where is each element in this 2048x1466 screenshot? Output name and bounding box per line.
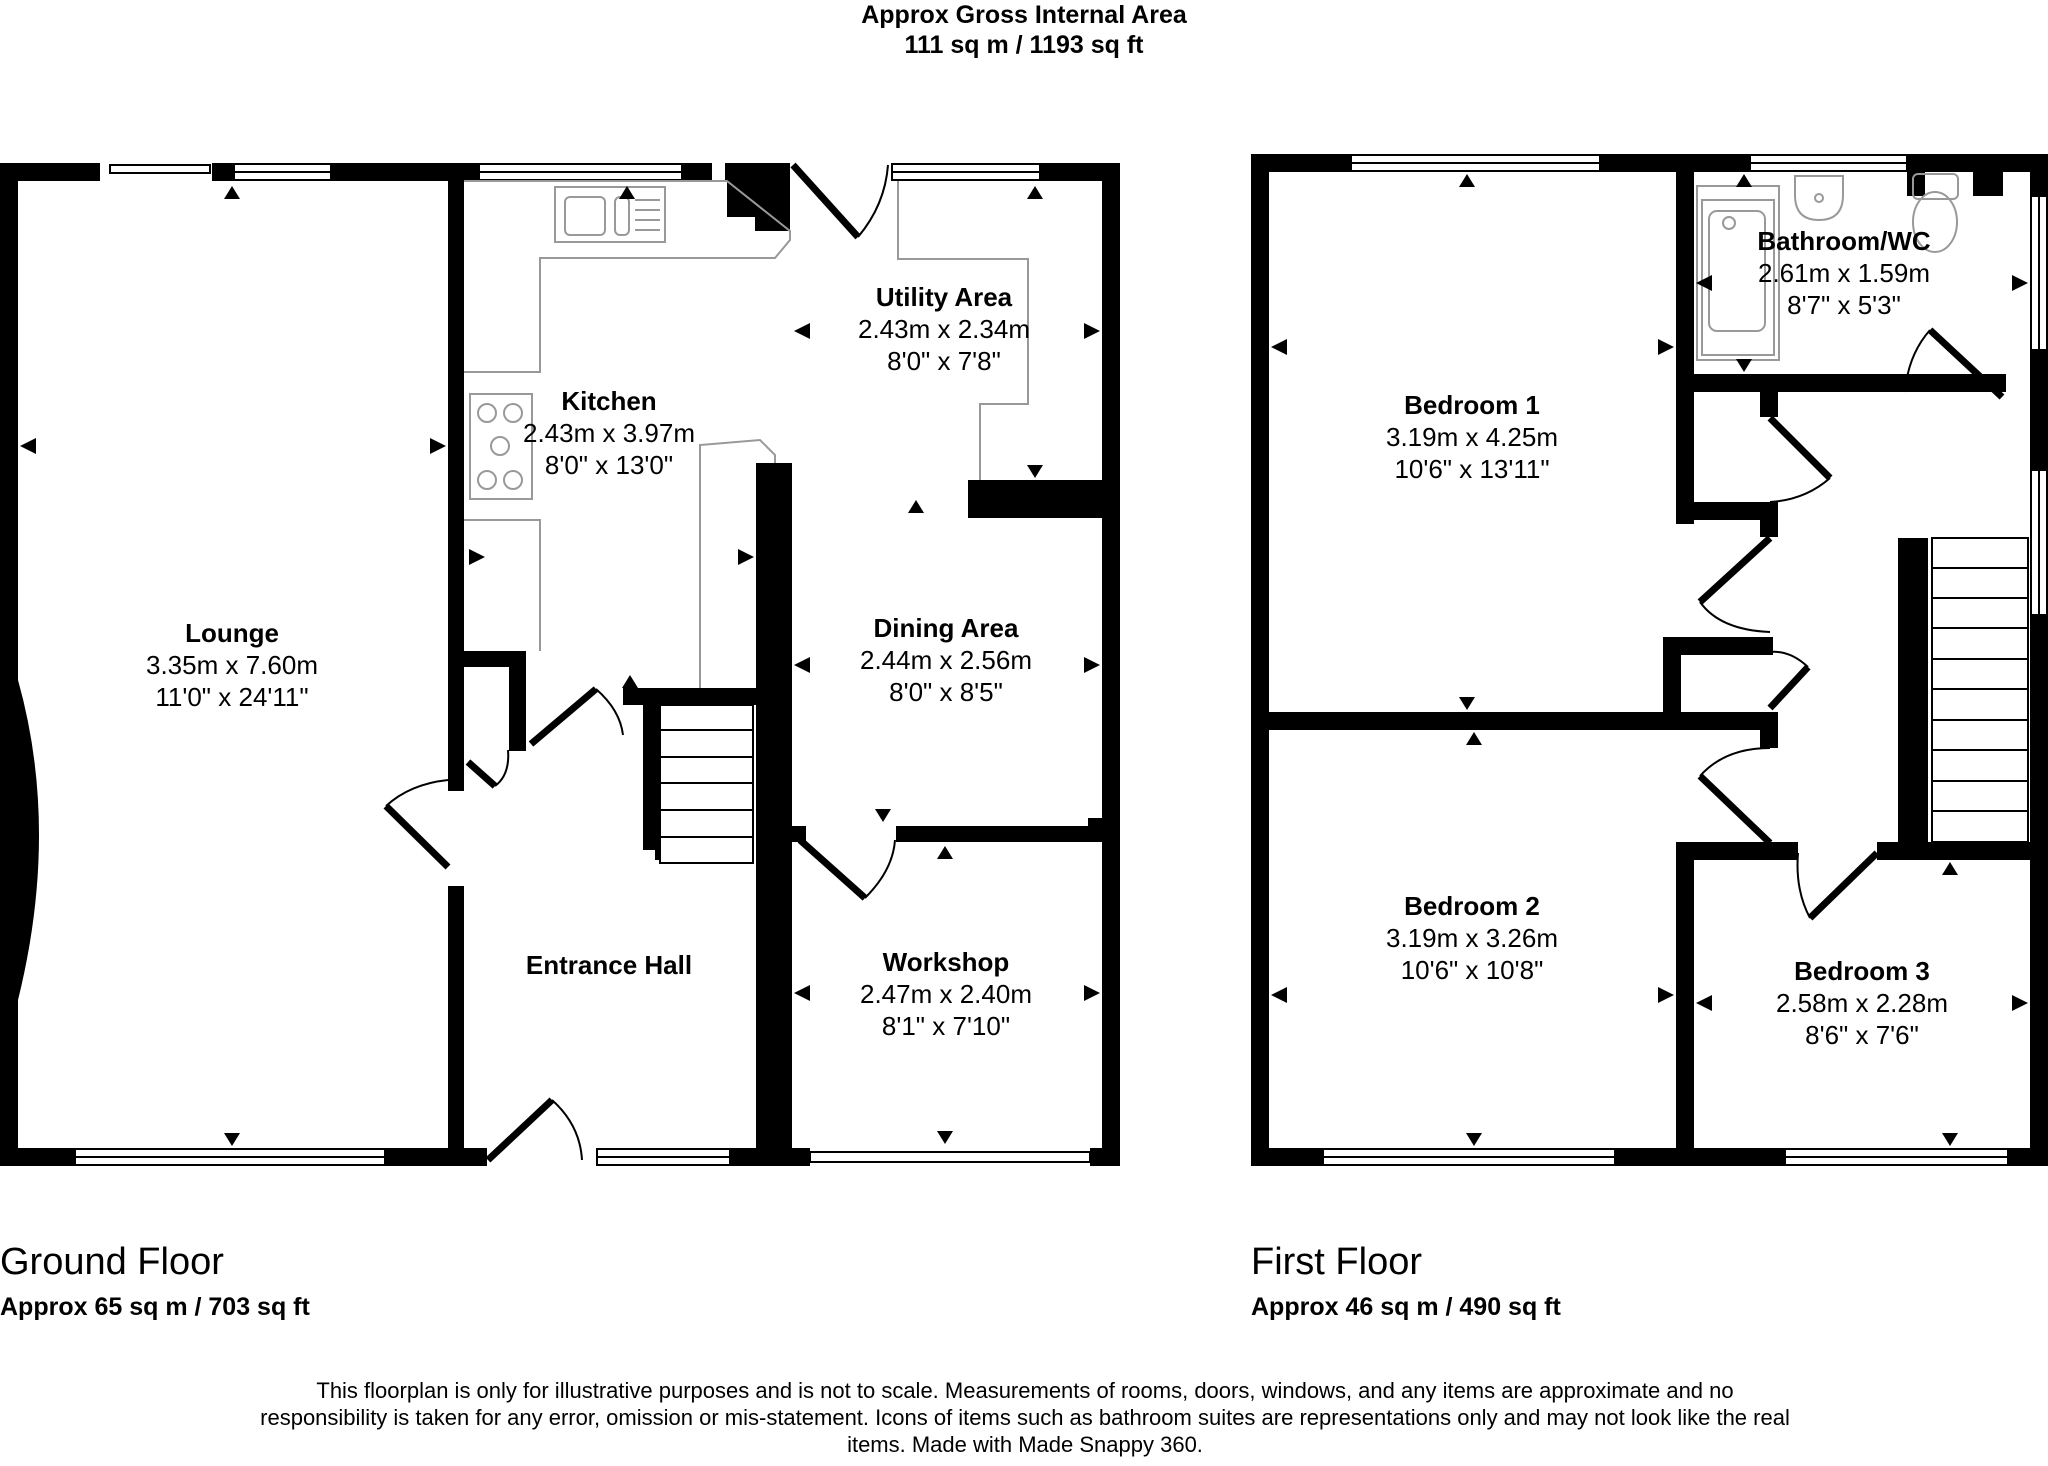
svg-text:8'0" x 8'5": 8'0" x 8'5" <box>889 677 1003 707</box>
svg-text:10'6" x 13'11": 10'6" x 13'11" <box>1394 454 1549 484</box>
room-label-dining-area: Dining Area 2.44m x 2.56m 8'0" x 8'5" <box>860 613 1032 707</box>
svg-text:2.43m x 2.34m: 2.43m x 2.34m <box>858 314 1030 344</box>
svg-text:Dining Area: Dining Area <box>874 613 1019 643</box>
room-label-entrance-hall: Entrance Hall <box>526 950 692 980</box>
toilet-icon <box>1912 173 1959 200</box>
kitchen-fixtures <box>464 180 1029 688</box>
svg-text:8'6" x 7'6": 8'6" x 7'6" <box>1805 1020 1919 1050</box>
room-label-bedroom-1: Bedroom 1 3.19m x 4.25m 10'6" x 13'11" <box>1386 390 1558 484</box>
svg-text:Bathroom/WC: Bathroom/WC <box>1757 226 1931 256</box>
svg-text:2.43m x 3.97m: 2.43m x 3.97m <box>523 418 695 448</box>
sliding-door-icon <box>109 164 211 174</box>
first-floor-stairs-icon <box>1931 537 2029 843</box>
ground-floor-plan: Lounge 3.35m x 7.60m 11'0" x 24'11" Kitc… <box>0 162 1120 1166</box>
first-floor-title: First Floor <box>1251 1241 1422 1283</box>
svg-text:8'1" x 7'10": 8'1" x 7'10" <box>882 1011 1010 1041</box>
svg-text:Utility Area: Utility Area <box>876 282 1013 312</box>
room-label-bedroom-2: Bedroom 2 3.19m x 3.26m 10'6" x 10'8" <box>1386 891 1558 985</box>
svg-text:Bedroom 3: Bedroom 3 <box>1794 956 1930 986</box>
sink-icon <box>554 186 666 243</box>
header: Approx Gross Internal Area 111 sq m / 11… <box>0 0 2048 60</box>
svg-text:Workshop: Workshop <box>883 947 1010 977</box>
basin-icon <box>1794 175 1844 222</box>
svg-text:8'0" x 13'0": 8'0" x 13'0" <box>545 450 673 480</box>
svg-text:Entrance Hall: Entrance Hall <box>526 950 692 980</box>
first-floor-dimension-arrows <box>1271 174 2028 1146</box>
room-label-lounge: Lounge 3.35m x 7.60m 11'0" x 24'11" <box>146 618 318 712</box>
svg-text:Bedroom 2: Bedroom 2 <box>1404 891 1540 921</box>
first-floor-area: Approx 46 sq m / 490 sq ft <box>1251 1293 1561 1321</box>
svg-text:Bedroom 1: Bedroom 1 <box>1404 390 1540 420</box>
disclaimer-text: This floorplan is only for illustrative … <box>260 1378 1790 1457</box>
svg-text:11'0" x 24'11": 11'0" x 24'11" <box>155 682 308 712</box>
svg-text:2.61m x 1.59m: 2.61m x 1.59m <box>1758 258 1930 288</box>
room-label-utility-area: Utility Area 2.43m x 2.34m 8'0" x 7'8" <box>858 282 1030 376</box>
svg-text:3.19m x 3.26m: 3.19m x 3.26m <box>1386 923 1558 953</box>
ground-dimension-arrows <box>20 186 1100 1146</box>
svg-text:2.58m x 2.28m: 2.58m x 2.28m <box>1776 988 1948 1018</box>
bay-window-icon <box>18 680 39 1000</box>
svg-text:2.44m x 2.56m: 2.44m x 2.56m <box>860 645 1032 675</box>
room-label-bedroom-3: Bedroom 3 2.58m x 2.28m 8'6" x 7'6" <box>1776 956 1948 1050</box>
total-area: 111 sq m / 1193 sq ft <box>904 31 1144 59</box>
svg-text:8'0" x 7'8": 8'0" x 7'8" <box>887 346 1001 376</box>
svg-text:3.19m x 4.25m: 3.19m x 4.25m <box>1386 422 1558 452</box>
svg-text:2.47m x 2.40m: 2.47m x 2.40m <box>860 979 1032 1009</box>
svg-text:Lounge: Lounge <box>185 618 279 648</box>
door-icon <box>790 162 861 240</box>
room-label-kitchen: Kitchen 2.43m x 3.97m 8'0" x 13'0" <box>523 386 695 480</box>
svg-text:10'6" x 10'8": 10'6" x 10'8" <box>1401 955 1544 985</box>
ground-floor-area: Approx 65 sq m / 703 sq ft <box>0 1293 310 1321</box>
svg-text:8'7" x 5'3": 8'7" x 5'3" <box>1787 290 1901 320</box>
room-label-bathroom-wc: Bathroom/WC 2.61m x 1.59m 8'7" x 5'3" <box>1757 226 1931 320</box>
svg-text:Kitchen: Kitchen <box>561 386 656 416</box>
door-icon <box>1927 327 2005 400</box>
first-floor-plan: Bathroom/WC 2.61m x 1.59m 8'7" x 5'3" Be… <box>1251 154 2048 1166</box>
first-floor-windows <box>1322 154 2048 1166</box>
ground-stairs-icon <box>659 704 754 864</box>
hob-icon <box>469 393 533 500</box>
svg-text:3.35m x 7.60m: 3.35m x 7.60m <box>146 650 318 680</box>
ground-doors <box>383 162 896 1163</box>
header-title: Approx Gross Internal Area <box>861 1 1187 29</box>
first-floor-doors <box>1697 327 2005 921</box>
first-floor-walls <box>1251 154 2048 1166</box>
room-label-workshop: Workshop 2.47m x 2.40m 8'1" x 7'10" <box>860 947 1032 1041</box>
ground-floor-windows <box>74 163 1091 1166</box>
ground-floor-walls <box>0 163 1120 1166</box>
ground-floor-title: Ground Floor <box>0 1241 224 1283</box>
